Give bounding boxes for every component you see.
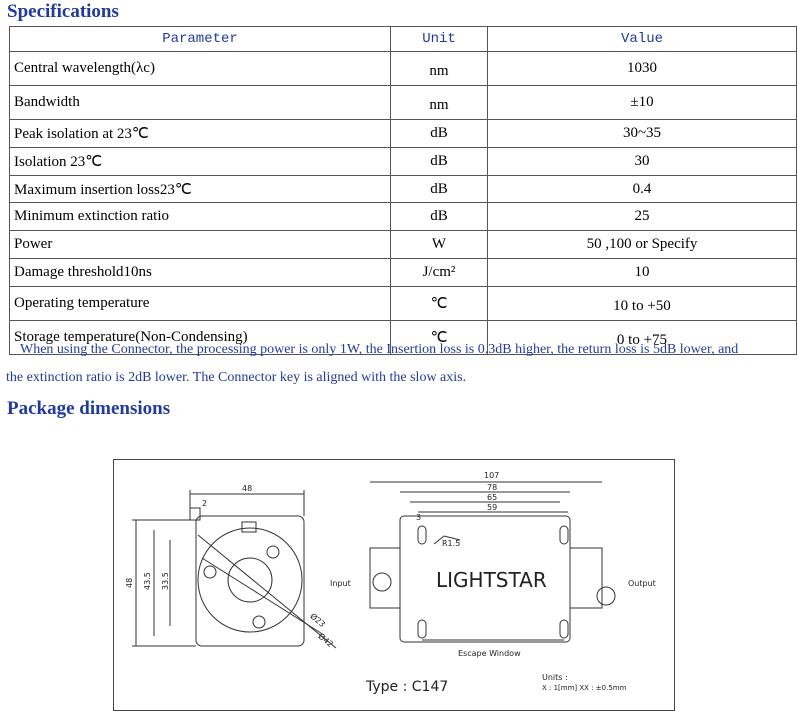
dim-48-side: 48: [125, 578, 134, 588]
radius-r1-5: R1.5: [442, 539, 460, 548]
value-cell: ±10: [487, 84, 797, 120]
parameter-cell: Maximum insertion loss23℃: [9, 174, 391, 204]
dim-2: 2: [202, 499, 207, 508]
column-header-parameter: Parameter: [9, 26, 391, 52]
value-cell: 0.4: [487, 174, 797, 204]
units-label: Units :: [542, 673, 568, 682]
parameter-cell: Damage threshold10ns: [9, 258, 391, 288]
parameter-cell: Central wavelength(λc): [9, 51, 391, 86]
brand-label: LIGHTSTAR: [436, 568, 547, 592]
unit-cell: J/cm²: [390, 258, 488, 288]
front-view-outer-circle: [197, 527, 303, 633]
diameter-42: Ø42: [316, 631, 335, 649]
front-view-key: [241, 521, 257, 533]
front-view-hole: [203, 565, 217, 579]
parameter-cell: Peak isolation at 23℃: [9, 118, 391, 148]
dim-59: 59: [487, 503, 497, 512]
output-label: Output: [628, 579, 656, 588]
slot: [417, 619, 427, 639]
dim-48-top: 48: [242, 484, 252, 493]
isolator-body: [399, 515, 571, 643]
slot: [417, 525, 427, 545]
dim-65: 65: [487, 493, 497, 502]
unit-cell: nm: [390, 84, 488, 120]
diameter-leader: [201, 557, 325, 636]
radius-leader: [433, 535, 445, 545]
dim-107: 107: [484, 471, 499, 480]
dim-3: 3: [416, 513, 421, 522]
specifications-heading: Specifications: [7, 1, 119, 22]
dim-78: 78: [487, 483, 497, 492]
dim-43-5: 43.5: [143, 572, 152, 590]
input-port: [372, 572, 392, 592]
front-view-inner-circle: [227, 557, 273, 603]
unit-cell: ℃: [390, 320, 488, 355]
value-cell: 10: [487, 258, 797, 288]
value-cell: 25: [487, 202, 797, 232]
package-dimension-drawing: 48 2 48 43.5 33.5 Ø23 Ø42 107 78 65 59 3…: [113, 459, 675, 711]
value-cell: 1030: [487, 51, 797, 86]
type-label: Type : C147: [365, 679, 448, 695]
value-cell: 10 to +50: [487, 286, 797, 322]
value-cell: 0 to +75: [487, 320, 797, 355]
unit-cell: dB: [390, 118, 488, 148]
column-header-value: Value: [487, 26, 797, 52]
input-label: Input: [330, 579, 351, 588]
parameter-cell: Storage temperature(Non-Condensing): [9, 320, 391, 355]
parameter-cell: Bandwidth: [9, 84, 391, 120]
value-cell: 50 ,100 or Specify: [487, 230, 797, 260]
front-view-body: [195, 515, 305, 647]
drawing-svg: 48 2 48 43.5 33.5 Ø23 Ø42 107 78 65 59 3…: [125, 471, 656, 695]
parameter-cell: Operating temperature: [9, 286, 391, 322]
value-cell: 30: [487, 146, 797, 176]
parameter-cell: Minimum extinction ratio: [9, 202, 391, 232]
slot: [559, 619, 569, 639]
dim-33-5: 33.5: [161, 572, 170, 590]
unit-cell: W: [390, 230, 488, 260]
front-view-hole: [266, 545, 280, 559]
output-port: [596, 586, 616, 606]
unit-cell: nm: [390, 51, 488, 86]
value-cell: 30~35: [487, 118, 797, 148]
slot: [559, 525, 569, 545]
unit-cell: dB: [390, 174, 488, 204]
connector-note-line-1: When using the Connector, the processing…: [20, 342, 739, 357]
package-dimensions-heading: Package dimensions: [7, 398, 171, 419]
unit-cell: dB: [390, 202, 488, 232]
units-detail: X : 1[mm] XX : ±0.5mm: [542, 684, 627, 692]
specifications-table: Parameter Unit Value Central wavelength(…: [9, 26, 797, 355]
column-header-unit: Unit: [390, 26, 488, 52]
parameter-cell: Power: [9, 230, 391, 260]
parameter-cell: Isolation 23℃: [9, 146, 391, 176]
unit-cell: dB: [390, 146, 488, 176]
connector-note-line-2: the extinction ratio is 2dB lower. The C…: [6, 370, 467, 385]
escape-window-label: Escape Window: [458, 649, 521, 658]
front-view-tab: [189, 507, 201, 521]
front-view-hole: [252, 615, 266, 629]
radius-leader: [443, 535, 461, 541]
diameter-leader: [197, 534, 337, 649]
unit-cell: ℃: [390, 286, 488, 322]
table-header-row: Parameter Unit Value: [9, 26, 797, 52]
